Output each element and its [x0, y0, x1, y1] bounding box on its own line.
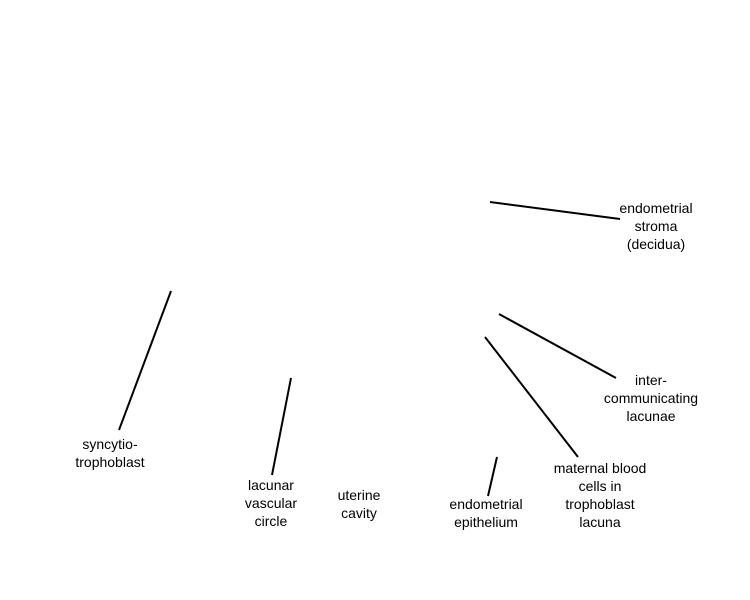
label-endometrial-epithelium: endometrial epithelium: [436, 495, 536, 531]
leader-line-lacunar-vascular-circle: [271, 377, 292, 476]
label-line: trophoblast: [75, 454, 145, 470]
label-syncytiotrophoblast: syncytio- trophoblast: [60, 435, 160, 471]
label-line: cells in: [578, 478, 622, 494]
label-endometrial-stroma: endometrial stroma (decidua): [604, 199, 708, 253]
leader-line-inter-communicating-lacunae: [498, 313, 617, 379]
label-line: lacuna: [579, 514, 621, 530]
label-uterine-cavity: uterine cavity: [322, 486, 396, 522]
label-line: syncytio-: [82, 436, 138, 452]
label-line: vascular: [244, 495, 298, 511]
label-line: inter-: [635, 372, 667, 388]
label-line: (decidua): [626, 236, 686, 252]
label-line: stroma: [634, 218, 678, 234]
label-maternal-blood-cells: maternal blood cells in trophoblast lacu…: [540, 459, 660, 531]
label-line: maternal blood: [553, 460, 647, 476]
leader-line-endometrial-epithelium: [487, 456, 498, 497]
label-line: lacunae: [626, 408, 676, 424]
label-line: lacunar: [248, 477, 294, 493]
leader-line-maternal-blood-cells: [484, 336, 579, 458]
leader-line-endometrial-stroma: [489, 201, 621, 220]
label-line: communicating: [603, 390, 699, 406]
label-line: uterine: [337, 487, 381, 503]
label-line: cavity: [341, 505, 377, 521]
label-lacunar-vascular-circle: lacunar vascular circle: [230, 476, 312, 530]
label-inter-communicating-lacunae: inter- communicating lacunae: [596, 371, 706, 425]
label-line: circle: [254, 513, 288, 529]
label-line: epithelium: [454, 514, 518, 530]
leader-line-syncytiotrophoblast: [118, 290, 172, 431]
label-line: endometrial: [619, 200, 693, 216]
label-line: trophoblast: [565, 496, 635, 512]
label-line: endometrial: [449, 496, 523, 512]
